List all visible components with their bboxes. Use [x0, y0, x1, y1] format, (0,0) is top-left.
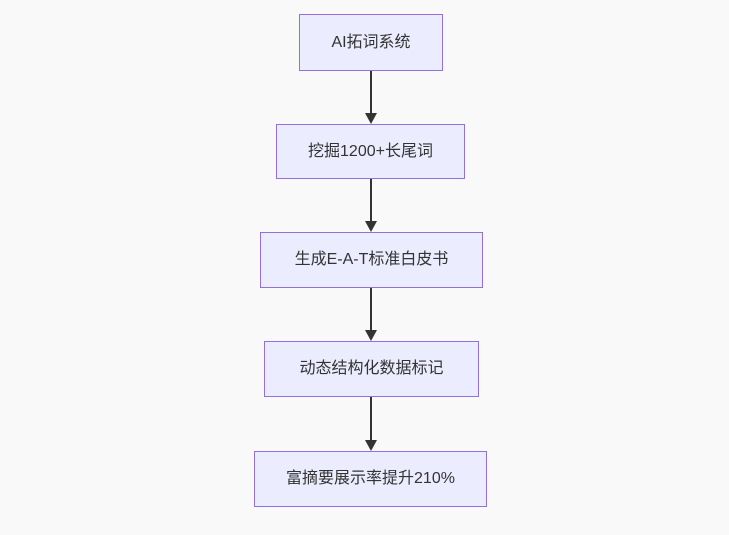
flow-node-ai-word-system: AI拓词系统: [299, 14, 443, 71]
flow-node-longtail-mining: 挖掘1200+长尾词: [276, 124, 465, 179]
flow-arrow-4: [365, 397, 377, 451]
flow-node-label: 生成E-A-T标准白皮书: [294, 251, 449, 269]
flow-node-label: AI拓词系统: [331, 33, 411, 51]
flow-arrow-3: [365, 288, 377, 341]
flow-arrow-2: [365, 179, 377, 232]
flow-node-label: 挖掘1200+长尾词: [308, 142, 433, 160]
flow-node-rich-snippet-result: 富摘要展示率提升210%: [254, 451, 487, 507]
flow-node-label: 富摘要展示率提升210%: [286, 470, 455, 488]
flow-node-structured-data: 动态结构化数据标记: [264, 341, 479, 397]
flow-node-eat-whitepaper: 生成E-A-T标准白皮书: [260, 232, 483, 288]
flow-arrow-1: [365, 71, 377, 124]
flow-node-label: 动态结构化数据标记: [299, 360, 444, 378]
